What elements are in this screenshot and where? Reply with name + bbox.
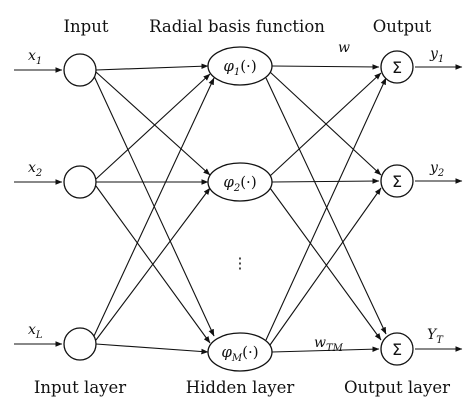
input-node-2 — [63, 165, 97, 199]
edge-hM-oT — [271, 346, 380, 353]
input-layer-label: Input layer — [34, 378, 126, 397]
output-node-1 — [380, 50, 414, 84]
input-label-L: xL — [28, 322, 43, 341]
hidden-layer-label: Hidden layer — [186, 378, 295, 397]
edge-h1-o1 — [271, 64, 380, 70]
edge-hM-o2 — [269, 187, 382, 346]
input-arrows — [14, 67, 63, 347]
edge-i1-h2 — [95, 71, 211, 176]
input-label-1: x1 — [28, 48, 42, 67]
hidden-label-2: φ2(·) — [223, 173, 256, 194]
output-header: Output — [373, 17, 432, 36]
output-node-2 — [380, 164, 414, 198]
edge-h2-o2 — [271, 178, 380, 184]
weight-label-bottom: wTM — [314, 335, 344, 354]
edge-iL-h1 — [93, 77, 215, 337]
input-label-2: x2 — [28, 160, 42, 179]
edge-iL-h2 — [95, 187, 211, 341]
output-arrows — [415, 64, 463, 352]
output-label-1: y1 — [429, 46, 444, 65]
weight-label-top: w — [338, 40, 350, 56]
hidden-node-2 — [207, 162, 273, 202]
sum-symbol-2: Σ — [392, 172, 402, 191]
edge-i1-h1 — [95, 63, 209, 71]
edge-iL-hM — [95, 343, 209, 355]
input-node-L — [63, 327, 97, 361]
input-node-1 — [63, 53, 97, 87]
hidden-label-M: φM(·) — [221, 343, 258, 364]
input-hidden-edges — [93, 63, 215, 355]
output-label-2: y2 — [429, 160, 444, 179]
output-label-T: YT — [427, 327, 444, 346]
edge-h1-o2 — [269, 71, 382, 176]
output-node-T — [380, 332, 414, 366]
hidden-node-1 — [207, 46, 273, 86]
hidden-label-1: φ1(·) — [223, 57, 256, 78]
hidden-ellipsis: ⋮ — [233, 254, 248, 272]
edge-i2-h1 — [95, 73, 211, 180]
edge-h1-oT — [265, 77, 387, 335]
output-layer-label: Output layer — [344, 378, 450, 397]
edge-h2-o1 — [269, 72, 382, 177]
rbf-header: Radial basis function — [149, 17, 325, 36]
hidden-output-edges — [265, 64, 387, 353]
hidden-node-M — [207, 332, 273, 372]
input-header: Input — [64, 17, 109, 36]
sum-symbol-T: Σ — [392, 340, 402, 359]
edge-h2-oT — [269, 187, 382, 341]
sum-symbol-1: Σ — [392, 58, 402, 77]
edge-hM-o1 — [265, 77, 387, 341]
